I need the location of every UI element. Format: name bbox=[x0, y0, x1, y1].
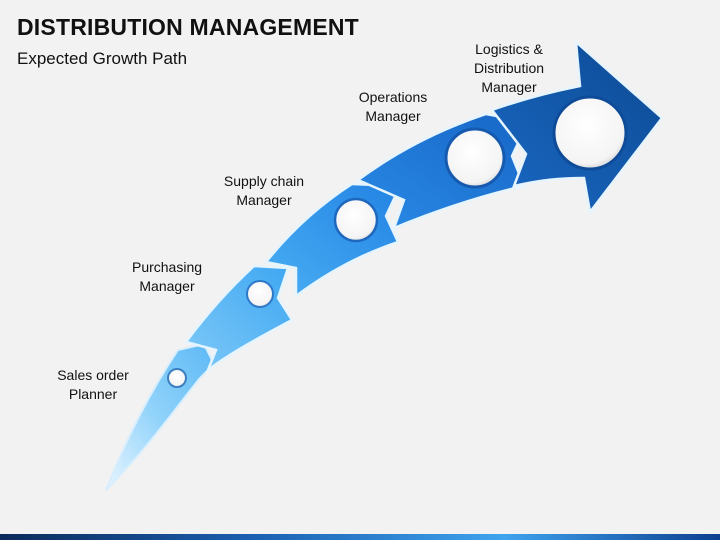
stage-3-line-2: Manager bbox=[236, 192, 292, 208]
stage-label-supply-chain-manager: Supply chain Manager bbox=[224, 172, 304, 210]
stage-5-line-2: Distribution bbox=[473, 60, 545, 76]
stage-5-line-3: Manager bbox=[481, 79, 537, 95]
slide-title: DISTRIBUTION MANAGEMENT bbox=[17, 14, 359, 40]
stage-label-operations-manager: Operations Manager bbox=[359, 88, 427, 126]
stage-5-line-1: Logistics & bbox=[475, 41, 543, 57]
stage-label-purchasing-manager: Purchasing Manager bbox=[132, 258, 202, 296]
slide-subtitle: Expected Growth Path bbox=[17, 49, 188, 68]
stage-label-logistics-distribution-manager: Logistics & Distribution Manager bbox=[474, 40, 544, 97]
stage-1-line-2: Planner bbox=[68, 386, 118, 402]
milestone-circle-5 bbox=[552, 95, 628, 171]
stage-4-line-2: Manager bbox=[365, 108, 421, 124]
stage-2-line-2: Manager bbox=[139, 278, 195, 294]
stage-4-line-1: Operations bbox=[358, 89, 428, 105]
milestone-circle-3 bbox=[333, 197, 379, 243]
arrow-segment-1 bbox=[105, 342, 216, 491]
stage-1-line-1: Sales order bbox=[57, 367, 129, 383]
stage-2-line-1: Purchasing bbox=[131, 259, 203, 275]
milestone-circle-2 bbox=[246, 280, 274, 308]
milestone-circle-1 bbox=[167, 368, 187, 388]
milestone-circle-4 bbox=[444, 127, 506, 189]
stage-label-sales-order-planner: Sales order Planner bbox=[57, 366, 129, 404]
stage-3-line-1: Supply chain bbox=[223, 173, 305, 189]
footer-accent-bar bbox=[0, 534, 720, 540]
